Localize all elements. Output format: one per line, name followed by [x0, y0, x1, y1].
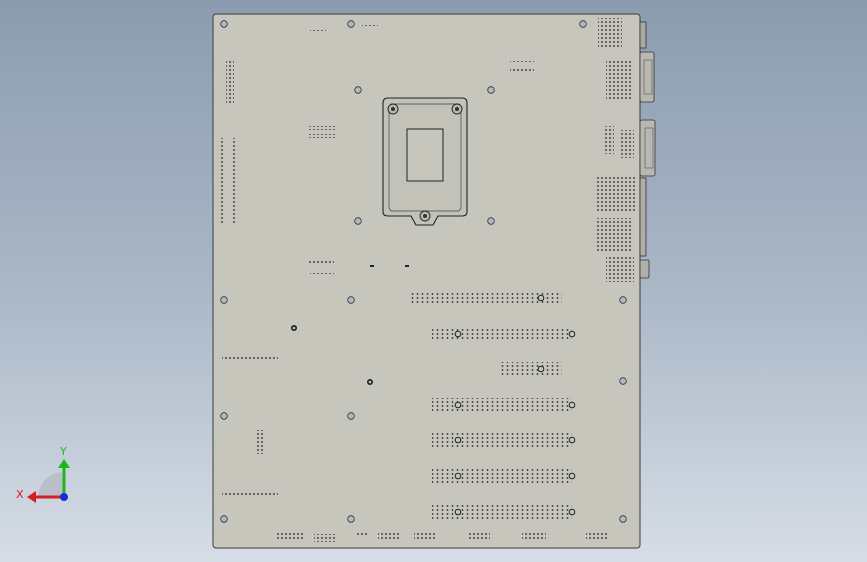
pci-slot — [432, 505, 572, 519]
mounting-hole — [347, 296, 355, 304]
x-axis-label: X — [16, 488, 24, 501]
rear-io-panel[interactable] — [639, 21, 656, 279]
expansion-slots[interactable] — [410, 292, 576, 519]
mounting-hole — [579, 20, 587, 28]
mounting-hole — [220, 20, 228, 28]
bottom-edge-headers — [276, 532, 608, 542]
cpu-socket-die-area — [406, 128, 444, 182]
cpu-socket[interactable] — [382, 97, 468, 226]
left-pin-headers — [221, 60, 265, 454]
pcie-x16-slot — [410, 292, 562, 304]
mounting-hole — [347, 515, 355, 523]
mounting-hole — [487, 86, 495, 94]
audio-jack-block — [639, 21, 647, 49]
lan-port — [639, 259, 650, 279]
coordinate-triad: Y X — [16, 445, 70, 503]
ps2-port — [639, 51, 655, 103]
x-axis-arrow — [27, 491, 36, 503]
y-axis-arrow — [58, 459, 70, 468]
smd-components — [222, 24, 534, 495]
mounting-hole — [619, 296, 627, 304]
pci-slot — [432, 433, 572, 447]
mounting-hole — [354, 86, 362, 94]
pci-slot — [432, 327, 572, 341]
io-area-components — [596, 18, 636, 282]
mounting-hole — [220, 412, 228, 420]
pin-header — [226, 60, 234, 104]
pci-slot — [432, 469, 572, 483]
vga-port — [639, 119, 656, 177]
pin-header — [231, 138, 235, 224]
mounting-holes — [220, 20, 627, 523]
pin-header — [221, 138, 225, 224]
usb-port-stack — [639, 177, 647, 257]
mounting-hole — [619, 515, 627, 523]
mounting-hole — [347, 20, 355, 28]
pin-header — [257, 430, 265, 454]
y-axis-label: Y — [59, 445, 67, 458]
motherboard-pcb[interactable] — [212, 13, 641, 549]
pci-slot — [432, 398, 572, 412]
mounting-hole — [220, 515, 228, 523]
z-axis-dot — [60, 493, 68, 501]
mounting-hole — [354, 217, 362, 225]
mounting-hole — [347, 412, 355, 420]
mounting-hole — [619, 377, 627, 385]
triad-plane-shading — [37, 472, 64, 498]
pcie-x1-slot — [499, 362, 562, 376]
mounting-hole — [220, 296, 228, 304]
mounting-hole — [487, 217, 495, 225]
